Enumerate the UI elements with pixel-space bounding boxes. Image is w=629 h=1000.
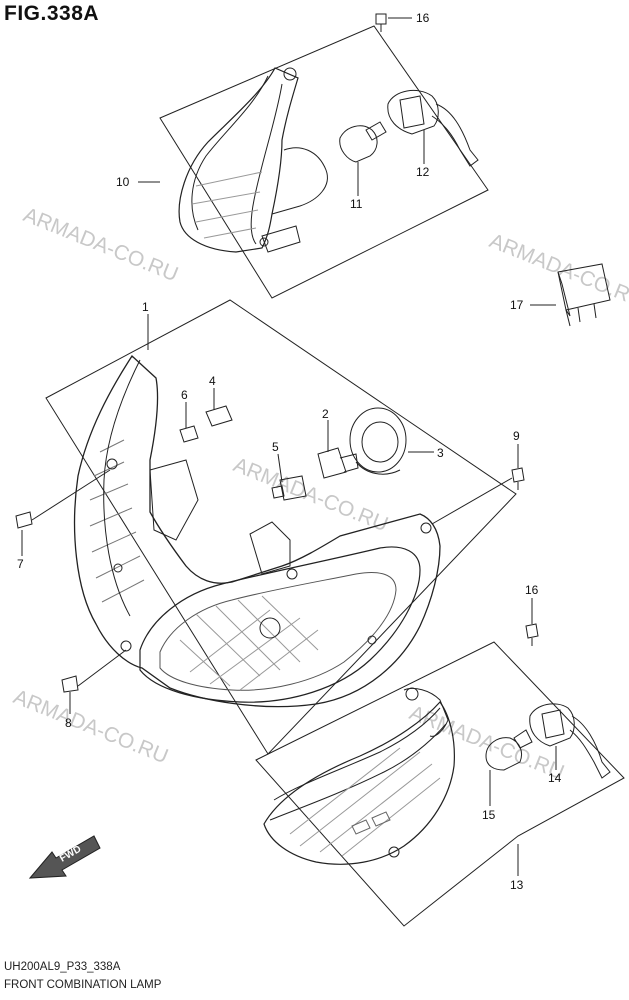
upper-lamp-lens-edge (250, 83, 283, 245)
socket-12 (387, 89, 479, 167)
headlamp-side-edge (103, 359, 141, 617)
callout-1: 1 (142, 300, 149, 314)
headlamp-mount-hole (120, 640, 132, 652)
cap-3 (349, 407, 407, 475)
upper-lamp-group (138, 13, 489, 299)
callout-6: 6 (181, 388, 188, 402)
lower-group-frame (255, 641, 625, 927)
callout-4: 4 (209, 374, 216, 388)
grommet-7 (15, 511, 33, 529)
lower-lamp-lens-edge (273, 707, 441, 801)
leader-8-to-housing (77, 649, 127, 687)
relay-17 (530, 263, 611, 327)
callout-7: 7 (17, 557, 24, 571)
socket-4 (205, 398, 233, 427)
upper-lamp-lens (178, 67, 299, 253)
figure-name: FRONT COMBINATION LAMP (4, 979, 162, 991)
upper-lamp-bracket (261, 225, 301, 253)
callout-14: 14 (548, 771, 562, 785)
callout-11: 11 (350, 197, 363, 211)
headlamp-group-frame (45, 299, 517, 755)
headlamp-rear-mount (249, 521, 291, 575)
headlamp-lens-inner (159, 572, 397, 691)
upper-lamp-hatch (191, 171, 263, 239)
screw-9 (511, 467, 525, 490)
leader-5 (277, 453, 283, 483)
figure-code: UH200AL9_P33_338A (4, 961, 121, 973)
lower-lamp-hatch (351, 811, 391, 835)
headlamp-reflector-hatch (179, 595, 319, 687)
callout-17: 17 (510, 298, 524, 312)
figure-title: FIG.338A (4, 2, 100, 25)
lower-lamp-hatch (289, 747, 441, 857)
watermark: ARMADA-CO.RU (10, 685, 171, 768)
callout-10: 10 (116, 175, 130, 189)
lower-lamp-group (255, 598, 625, 927)
bulb-6 (179, 425, 199, 443)
leader-7-to-housing (31, 469, 111, 521)
callout-13: 13 (510, 878, 524, 892)
watermark: ARMADA-CO.RU (20, 203, 181, 286)
headlamp-mount-hole (286, 568, 298, 580)
callout-2: 2 (322, 407, 329, 421)
watermark: ARMADA-CO.RU (486, 229, 629, 312)
fwd-arrow: FWD (28, 835, 101, 879)
upper-group-frame (159, 25, 489, 299)
upper-lamp-screw-hole (259, 237, 269, 247)
callout-15: 15 (482, 808, 496, 822)
bulb-5 (271, 475, 307, 501)
callout-9: 9 (513, 429, 520, 443)
headlamp-mount-hole (420, 522, 432, 534)
headlamp-mount-hole (113, 563, 123, 573)
headlamp-mount-hole (367, 635, 377, 645)
headlamp-upper-mount (149, 459, 199, 541)
headlamp-mount-hole (106, 458, 118, 470)
lower-lamp-lens (263, 701, 455, 865)
callout-numbers: 1 2 3 4 5 6 7 8 9 10 11 12 13 14 15 16 1… (17, 11, 562, 892)
headlamp-projector (259, 617, 281, 639)
upper-lamp-screw-hole (283, 67, 297, 81)
headlamp-group (15, 299, 525, 755)
callout-16-top: 16 (416, 11, 430, 25)
lower-lamp-screw-hole (405, 687, 419, 701)
watermark: ARMADA-CO.RU (230, 453, 391, 536)
leader-9-to-housing (431, 477, 513, 525)
socket-14 (529, 703, 611, 779)
headlamp-reflector-hatch (189, 609, 319, 691)
headlamp-lens (139, 546, 421, 703)
callout-8: 8 (65, 716, 72, 730)
upper-lamp-lens-edge (191, 75, 269, 231)
callout-12: 12 (416, 165, 430, 179)
bulb-2 (317, 447, 359, 479)
grommet-8 (61, 675, 79, 693)
lower-lamp-lens-edge (269, 723, 447, 821)
bulb-11 (339, 121, 387, 163)
callout-5: 5 (272, 440, 279, 454)
callout-3: 3 (437, 446, 444, 460)
watermarks: ARMADA-CO.RU ARMADA-CO.RU ARMADA-CO.RU A… (10, 203, 629, 784)
headlamp-side-fins (89, 439, 145, 603)
screw-16-lower (525, 623, 539, 646)
bulb-15 (485, 729, 533, 771)
headlamp-housing (73, 355, 441, 708)
screw-16-top (375, 13, 387, 32)
callout-16-lower: 16 (525, 583, 539, 597)
lower-lamp-screw-hole (388, 846, 400, 858)
upper-lamp-back (271, 147, 328, 215)
